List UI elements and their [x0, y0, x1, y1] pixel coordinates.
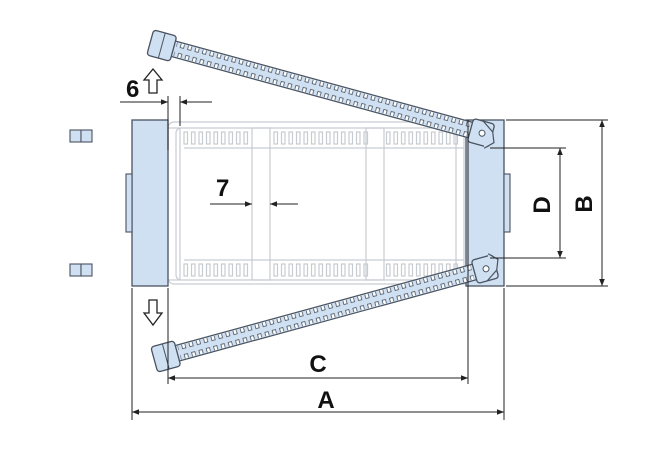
ghost-tooth	[205, 263, 211, 277]
ghost-tooth	[303, 131, 309, 145]
ghost-tooth	[243, 263, 249, 277]
label-dim-b: B	[571, 195, 598, 212]
ghost-tooth	[273, 263, 279, 277]
dimension-d	[490, 147, 566, 259]
ghost-tooth	[445, 131, 451, 145]
ghost-tooth	[198, 131, 204, 145]
label-dim-6: 6	[126, 76, 139, 103]
ghost-tooth	[198, 263, 204, 277]
ghost-tooth	[310, 263, 316, 277]
ghost-tooth	[393, 263, 399, 277]
ghost-tooth	[205, 131, 211, 145]
tab-symbol-icon	[69, 129, 93, 143]
ghost-tooth	[400, 263, 406, 277]
dimension-b	[506, 119, 608, 287]
ghost-tooth	[280, 131, 286, 145]
label-dim-7: 7	[216, 175, 229, 202]
ghost-tooth	[318, 263, 324, 277]
ghost-tooth	[228, 131, 234, 145]
ghost-tooth	[423, 131, 429, 145]
label-dim-c: C	[309, 351, 326, 378]
label-dim-a: A	[317, 387, 334, 414]
ghost-tooth	[288, 131, 294, 145]
ghost-tooth	[243, 131, 249, 145]
ghost-bottom-teeth	[183, 263, 459, 277]
ghost-tooth	[430, 131, 436, 145]
open-arrow-up-icon	[142, 67, 164, 94]
ghost-tooth	[333, 263, 339, 277]
ghost-tooth	[423, 263, 429, 277]
ghost-tooth	[325, 263, 331, 277]
tab-symbol-icon	[69, 263, 93, 277]
ghost-tooth	[213, 131, 219, 145]
ghost-tooth	[325, 131, 331, 145]
ghost-tooth	[408, 263, 414, 277]
label-dim-d: D	[529, 196, 556, 213]
ghost-tooth	[408, 131, 414, 145]
open-arrow-down-icon	[142, 299, 164, 327]
dimension-6	[120, 96, 212, 150]
ghost-tooth	[400, 131, 406, 145]
ghost-tooth	[235, 131, 241, 145]
ghost-tooth	[310, 131, 316, 145]
ghost-tooth	[318, 131, 324, 145]
ghost-tooth	[235, 263, 241, 277]
ghost-tooth	[273, 131, 279, 145]
ghost-tooth	[190, 263, 196, 277]
lower-rotated-rail	[150, 253, 499, 373]
ghost-tooth	[348, 263, 354, 277]
ghost-tooth	[415, 131, 421, 145]
dimension-c	[167, 120, 469, 384]
upper-rotated-rail	[146, 29, 495, 149]
ghost-tooth	[355, 263, 361, 277]
ghost-tooth	[295, 263, 301, 277]
ghost-tooth	[183, 263, 189, 277]
ghost-tooth	[303, 263, 309, 277]
ghost-tooth	[340, 263, 346, 277]
ghost-tooth	[340, 131, 346, 145]
ghost-tooth	[213, 263, 219, 277]
left-end-block	[125, 119, 169, 287]
ghost-tooth	[385, 131, 391, 145]
ghost-tooth	[415, 263, 421, 277]
ghost-tooth	[348, 131, 354, 145]
ghost-tooth	[333, 131, 339, 145]
ghost-tooth	[393, 131, 399, 145]
ghost-tooth	[438, 131, 444, 145]
ghost-tooth	[288, 263, 294, 277]
ghost-tooth	[280, 263, 286, 277]
ghost-tooth	[295, 131, 301, 145]
ghost-tooth	[355, 131, 361, 145]
ghost-tooth	[220, 131, 226, 145]
ghost-tooth	[190, 131, 196, 145]
ghost-top-teeth	[183, 131, 459, 145]
ghost-tooth	[228, 263, 234, 277]
ghost-frame	[165, 121, 471, 285]
ghost-tooth	[183, 131, 189, 145]
ghost-tooth	[220, 263, 226, 277]
ghost-tooth	[385, 263, 391, 277]
dimension-a	[131, 288, 505, 420]
